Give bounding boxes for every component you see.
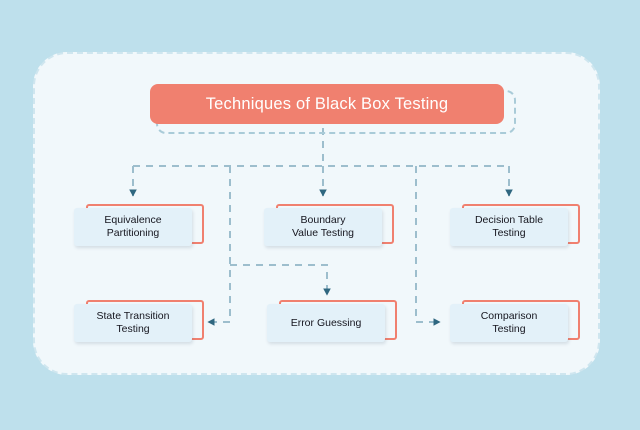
node-label: Decision Table Testing (474, 214, 544, 239)
node-label: Comparison Testing (480, 310, 538, 335)
node-panel: Comparison Testing (450, 304, 568, 342)
node-panel: Decision Table Testing (450, 208, 568, 246)
title-banner: Techniques of Black Box Testing (150, 84, 504, 124)
node-label: Error Guessing (290, 316, 362, 329)
diagram-title: Techniques of Black Box Testing (150, 84, 516, 134)
node-panel: State Transition Testing (74, 304, 192, 342)
node-label: State Transition Testing (96, 310, 170, 335)
node-panel: Equivalence Partitioning (74, 208, 192, 246)
node-label: Boundary Value Testing (291, 214, 355, 239)
node-label: Equivalence Partitioning (104, 214, 162, 239)
title-text: Techniques of Black Box Testing (205, 94, 449, 113)
node-panel: Boundary Value Testing (264, 208, 382, 246)
edge-to-error-guessing (230, 264, 331, 296)
node-panel: Error Guessing (267, 304, 385, 342)
edge-to-state-transition-testing (207, 166, 231, 326)
edge-to-comparison-testing (415, 166, 441, 326)
